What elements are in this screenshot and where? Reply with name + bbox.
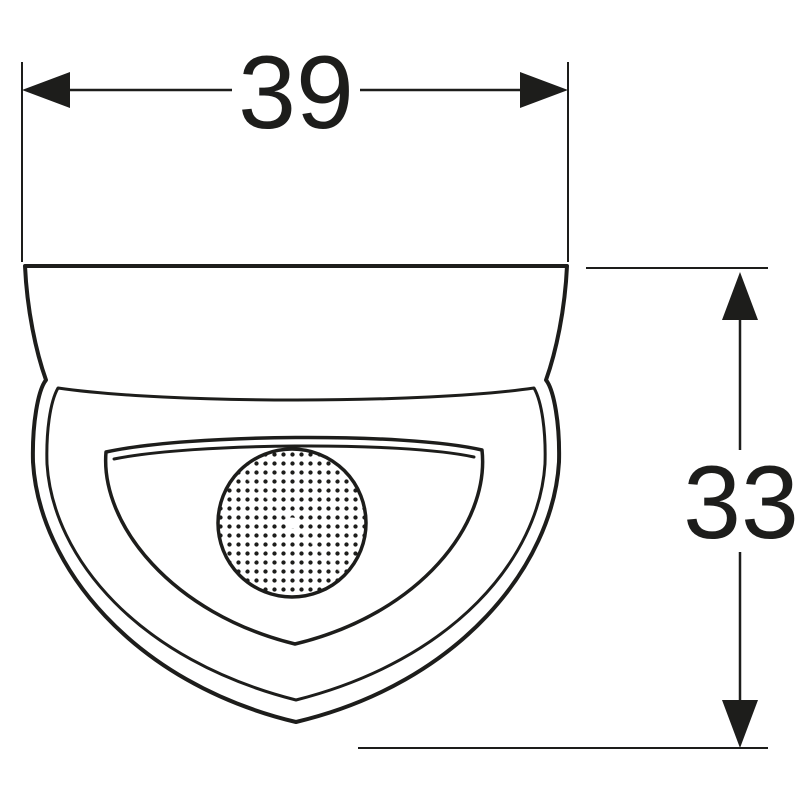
arrow-right-icon	[520, 72, 568, 108]
arrow-up-icon	[722, 272, 758, 320]
bowl-rim-edge-line	[112, 444, 476, 461]
drain-strainer	[216, 447, 368, 599]
dimension-width-label: 39	[238, 35, 354, 151]
dimension-height-label: 33	[683, 445, 799, 561]
arrow-down-icon	[722, 700, 758, 748]
urinal-rim-inner-line	[45, 386, 547, 702]
urinal-body	[23, 264, 569, 724]
arrow-left-icon	[22, 72, 70, 108]
dimension-width: 39	[21, 35, 569, 262]
drain-center-dot	[286, 517, 298, 529]
dimension-height: 33	[358, 267, 799, 749]
